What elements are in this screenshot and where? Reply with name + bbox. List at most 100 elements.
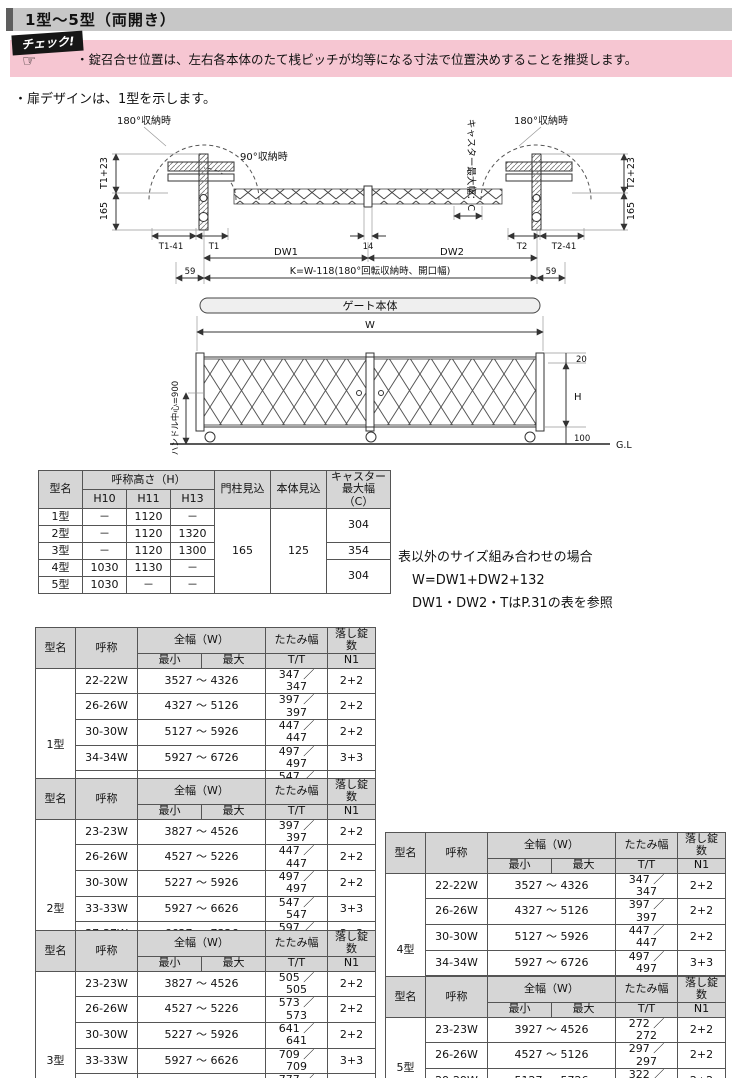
right-post-assembly xyxy=(505,153,573,231)
label-t1: T1 xyxy=(208,242,220,252)
name-cell: 30-30W xyxy=(75,1021,138,1049)
col-header-width: 全幅（W） xyxy=(487,976,616,1003)
label-dw2: DW2 xyxy=(440,247,464,258)
tatami-cell: 497 ／ 497 xyxy=(265,869,328,897)
caster-cell: 304 xyxy=(326,558,391,594)
name-cell: 23-23W xyxy=(75,970,138,998)
h11-cell: 1130 xyxy=(126,558,171,577)
label-t2: T2 xyxy=(516,242,528,252)
col-header-type: 型名 xyxy=(385,976,426,1018)
type-cell: 5型 xyxy=(385,1016,426,1078)
locks-cell: 3+3 xyxy=(677,949,726,977)
name-cell: 33-33W xyxy=(75,1047,138,1075)
extended-gate-plan xyxy=(233,185,503,208)
col-header-body: 本体見込 xyxy=(270,470,327,509)
tatami-cell: 447 ／ 447 xyxy=(265,718,328,746)
size-combination-notes: 表以外のサイズ組み合わせの場合 W=DW1+DW2+132 DW1・DW2・Tは… xyxy=(398,546,613,615)
col-header-n1: N1 xyxy=(677,1001,726,1018)
width-range-cell: 5927 ～ 6626 xyxy=(137,1047,266,1075)
name-cell: 26-26W xyxy=(425,1042,488,1069)
tatami-cell: 397 ／ 397 xyxy=(265,693,328,720)
size-table-row: 2型 － 1120 1320 xyxy=(38,524,391,543)
locks-cell: 3+3 xyxy=(327,1047,376,1075)
check-note: チェック! ☞ ・錠召合せ位置は、左右各本体のたて桟ピッチが均等になる寸法で位置… xyxy=(10,30,732,77)
tatami-cell: 497 ／ 497 xyxy=(265,744,328,772)
col-header-locks: 落し錠数 xyxy=(677,832,726,859)
name-cell: 34-34W xyxy=(75,744,138,772)
col-header-tt: T/T xyxy=(615,1001,678,1018)
spec-header-row: 最小 最大 T/T N1 xyxy=(36,955,376,972)
locks-cell: 2+2 xyxy=(327,818,376,846)
col-header-tt: T/T xyxy=(265,803,328,820)
col-header-min: 最小 xyxy=(137,803,202,820)
col-header-pillar: 門柱見込 xyxy=(214,470,271,509)
tatami-cell: 505 ／ 505 xyxy=(265,970,328,998)
label-gate-body: ゲート本体 xyxy=(343,299,398,313)
right-height-dims: T2+23 165 xyxy=(542,153,637,231)
name-cell: 33-33W xyxy=(75,895,138,923)
col-header-name: 呼称 xyxy=(75,778,138,820)
dimension-diagram: 180°収納時 180°収納時 90°収納時 xyxy=(0,110,740,466)
name-cell: 30-30W xyxy=(75,718,138,746)
col-header-tt: T/T xyxy=(615,857,678,874)
col-header-width: 全幅（W） xyxy=(487,832,616,859)
h13-cell: 1300 xyxy=(170,541,215,560)
tatami-cell: 709 ／ 709 xyxy=(265,1047,328,1075)
tatami-cell: 447 ／ 447 xyxy=(265,844,328,871)
width-range-cell: 3527 ～ 4326 xyxy=(487,872,616,900)
tatami-cell: 272 ／ 272 xyxy=(615,1016,678,1044)
col-header-min: 最小 xyxy=(487,857,552,874)
name-cell: 23-23W xyxy=(425,1016,488,1044)
label-165-left: 165 xyxy=(99,202,110,220)
gate-dimension-drawing: 180°収納時 180°収納時 90°収納時 xyxy=(99,114,637,455)
locks-cell: 2+2 xyxy=(327,869,376,897)
spec-row: 29-29W5127 ～ 5726322 ／ 3222+2 xyxy=(386,1067,726,1078)
label-t1-minus41: T1-41 xyxy=(158,242,183,252)
note-line: DW1・DW2・TはP.31の表を参照 xyxy=(412,596,613,611)
type-cell: 2型 xyxy=(38,524,83,543)
h11-cell: 1120 xyxy=(126,507,171,526)
locks-cell: 2+2 xyxy=(327,667,376,695)
locks-cell: 3+3 xyxy=(327,1073,376,1078)
spec-header-row: 型名 呼称 全幅（W） たたみ幅 落し錠数 xyxy=(385,976,726,1018)
col-header-tt: T/T xyxy=(265,955,328,972)
note-line: W=DW1+DW2+132 xyxy=(412,573,545,588)
col-header-type: 型名 xyxy=(38,470,83,509)
width-range-cell: 3827 ～ 4526 xyxy=(137,818,266,846)
tatami-cell: 641 ／ 641 xyxy=(265,1021,328,1049)
label-store-180-left: 180°収納時 xyxy=(117,114,171,127)
caster-wheel-icon xyxy=(524,431,536,443)
size-spec-table: 型名 呼称高さ（H） 門柱見込 本体見込 キャスター 最大幅 （C） H10 H… xyxy=(38,470,391,594)
gate-elevation xyxy=(170,352,610,445)
col-header-n1: N1 xyxy=(327,803,376,820)
caster-wheel-icon xyxy=(365,431,377,443)
name-cell: 30-30W xyxy=(425,923,488,951)
spec-header-row: 型名 呼称 全幅（W） たたみ幅 落し錠数 xyxy=(385,832,726,874)
h10-cell: － xyxy=(82,524,127,543)
locks-cell: 2+2 xyxy=(327,996,376,1023)
type-cell: 3型 xyxy=(38,541,83,560)
h10-cell: － xyxy=(82,541,127,560)
width-range-cell: 4327 ～ 5126 xyxy=(487,898,616,925)
gate-body-bar: ゲート本体 xyxy=(199,297,541,314)
caster-cell: 354 xyxy=(326,541,391,560)
width-range-cell: 4527 ～ 5226 xyxy=(137,844,266,871)
handle-icon xyxy=(356,390,362,396)
label-100: 100 xyxy=(574,434,590,444)
page-title: 1型～5型（両開き） xyxy=(25,11,176,29)
h10-cell: 1030 xyxy=(82,575,127,594)
dw-dims: DW1 DW2 xyxy=(203,230,538,262)
col-header-height-group: 呼称高さ（H） xyxy=(82,470,215,490)
width-range-cell: 3827 ～ 4526 xyxy=(137,970,266,998)
note-line: 表以外のサイズ組み合わせの場合 xyxy=(398,550,593,565)
